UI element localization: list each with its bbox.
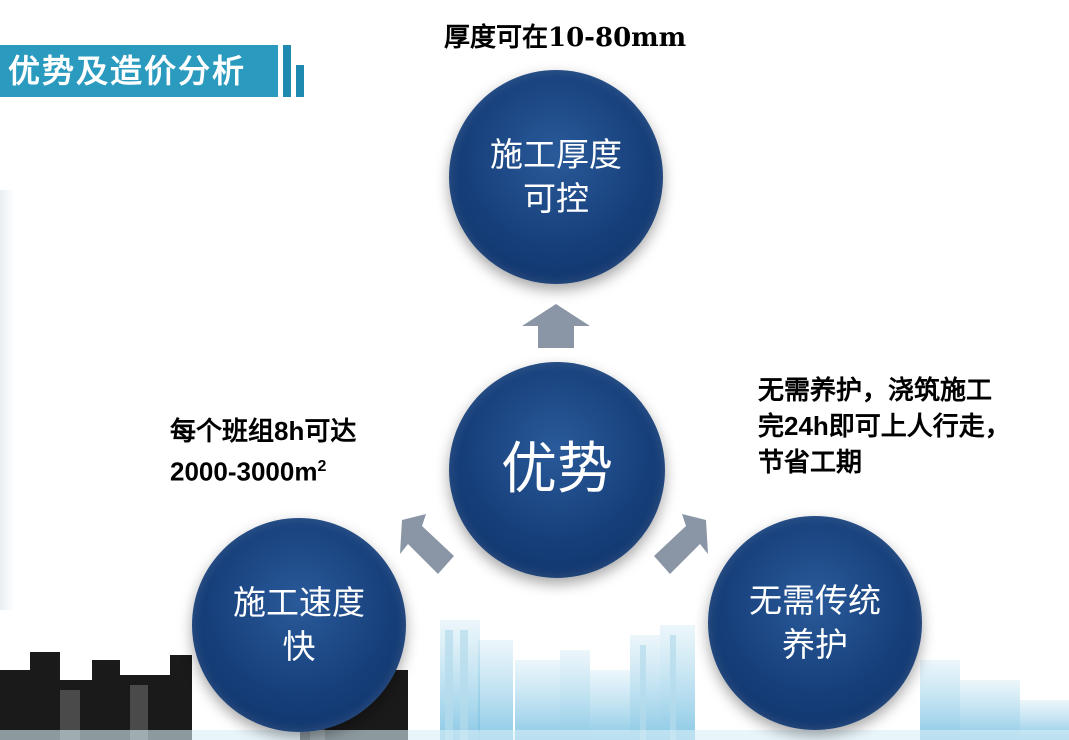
- right-caption-line3: 节省工期: [758, 447, 863, 477]
- circle-no-curing-label: 无需传统养护: [749, 581, 881, 664]
- left-caption-line2: 2000-3000m2: [170, 449, 356, 490]
- circle-fast-construction: 施工速度快: [192, 518, 406, 732]
- title-bar: [0, 45, 278, 97]
- top-caption: 厚度可在10-80mm: [444, 23, 687, 53]
- circle-thickness-control: 施工厚度可控: [449, 70, 663, 284]
- circle-fast-construction-label: 施工速度快: [233, 583, 365, 666]
- arrow-up-icon: [522, 304, 590, 348]
- arrow-lower-left-icon: [400, 514, 454, 574]
- left-edge-decoration: [0, 190, 14, 610]
- left-caption-line1: 每个班组8h可达: [170, 416, 357, 446]
- circle-thickness-label: 施工厚度可控: [490, 135, 622, 218]
- title-stripe-short: [296, 65, 304, 97]
- circle-advantage: 优势: [449, 362, 665, 578]
- right-caption-line2: 完24h即可上人行走，: [758, 411, 1011, 441]
- circle-advantage-label: 优势: [501, 437, 613, 502]
- left-caption: 每个班组8h可达 2000-3000m2: [170, 413, 356, 490]
- circle-no-curing: 无需传统养护: [708, 516, 922, 730]
- page-title: 优势及造价分析: [8, 52, 247, 90]
- left-caption-superscript: 2: [317, 458, 327, 475]
- arrow-lower-right-icon: [654, 514, 708, 574]
- title-stripe: [283, 45, 291, 97]
- left-caption-area: 2000-3000m: [170, 456, 318, 487]
- right-caption-line1: 无需养护，浇筑施工: [758, 375, 993, 405]
- right-caption: 无需养护，浇筑施工 完24h即可上人行走， 节省工期: [758, 372, 1011, 480]
